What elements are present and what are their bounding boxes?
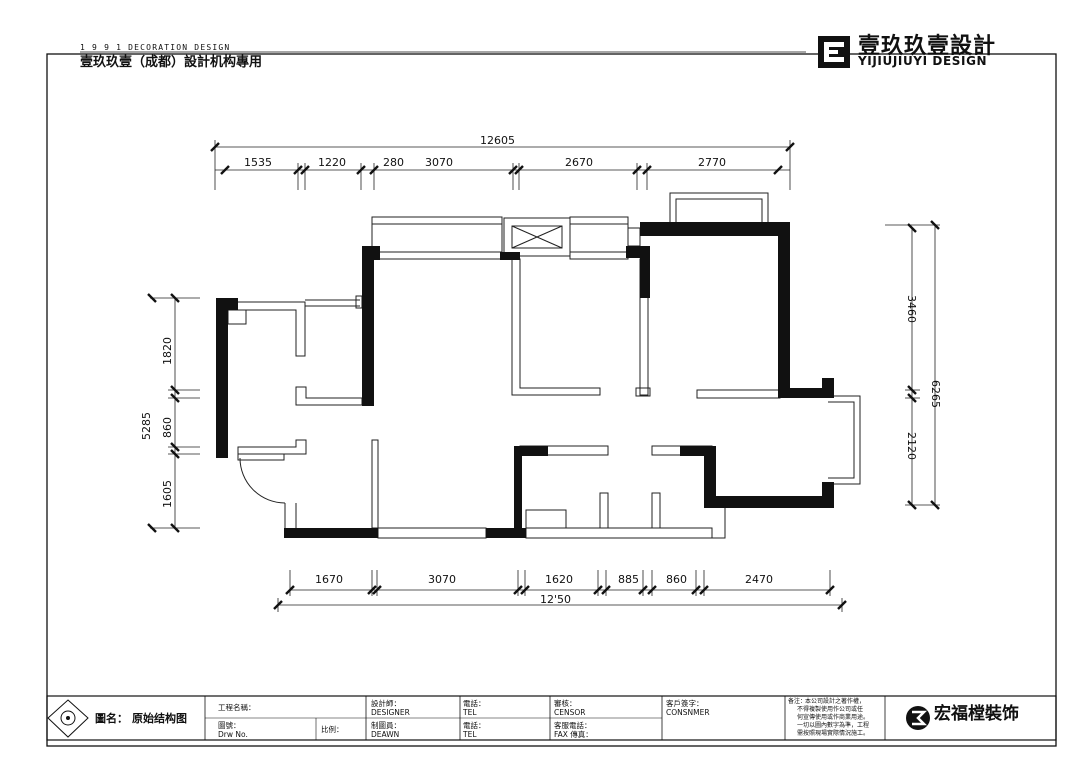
dimension-labels: 12605 1535 1220 280 3070 2670 2770 1670 …	[140, 134, 942, 606]
dimension-ticks	[147, 142, 940, 610]
note-line: 本公司設計之著作權，	[805, 698, 866, 705]
tel2-en: TEL	[463, 730, 477, 739]
dim-left-seg: 1820	[161, 337, 174, 365]
censor-label: 審核：	[554, 699, 577, 708]
dim-top-seg: 2770	[698, 156, 726, 169]
drawing-no-label: 圖號：	[218, 721, 241, 730]
dim-bottom-seg: 1670	[315, 573, 343, 586]
note-line: 不得複製使用作公司或任	[797, 706, 864, 713]
dim-top-seg: 2670	[565, 156, 593, 169]
tel2-label: 電話：	[463, 721, 486, 730]
client-sign-label: 客戶簽字：	[666, 699, 704, 708]
censor-en: CENSOR	[554, 708, 586, 717]
logo-text-en: YIJIUJIUYI DESIGN	[858, 54, 988, 68]
drawing-no-en: Drw No.	[218, 730, 248, 739]
dim-top-seg: 1220	[318, 156, 346, 169]
dim-bottom-seg: 885	[618, 573, 639, 586]
drawn-en: DEAWN	[371, 730, 400, 739]
drawing-name: 原始结构图	[132, 712, 187, 725]
logo-text-cn: 壹玖玖壹設計	[858, 34, 997, 59]
dim-bottom-seg: 2470	[745, 573, 773, 586]
drawn-label: 制圖員：	[371, 721, 401, 730]
dim-left-seg: 860	[161, 417, 174, 438]
dimension-lines	[150, 140, 940, 612]
project-label: 工程名稱：	[218, 703, 256, 712]
dim-bottom-seg: 3070	[428, 573, 456, 586]
note-line: 一切以圖內數字為準，工程	[797, 722, 870, 729]
dim-top-seg: 280	[383, 156, 404, 169]
thin-walls	[227, 192, 861, 539]
tel1-label: 電話：	[463, 699, 486, 708]
dim-top-seg: 1535	[244, 156, 272, 169]
dim-right-seg: 2120	[905, 432, 918, 460]
fax-label: FAX 傳真：	[554, 730, 593, 739]
dim-right-seg: 3460	[905, 295, 918, 323]
dim-bottom-total: 12'50	[540, 593, 571, 606]
designer-label: 設計師：	[371, 699, 401, 708]
note-line: 何宣傳使用或作商業用途。	[797, 714, 870, 721]
dim-right-total: 6265	[929, 380, 942, 408]
structural-walls	[216, 222, 834, 538]
scale-label: 比例：	[321, 725, 344, 734]
dim-bottom-seg: 860	[666, 573, 687, 586]
dim-top-seg: 3070	[425, 156, 453, 169]
studio-label: 壹玖玖壹（成都）設計机构專用	[80, 55, 263, 70]
brand-logo-icon	[906, 706, 930, 730]
logo-mark-icon	[818, 36, 850, 68]
designer-en: DESIGNER	[371, 708, 410, 717]
note-line: 需按照現場實際情況施工。	[797, 730, 870, 737]
drawing-name-label: 圖名：	[95, 712, 128, 725]
brand-name: 宏福樘裝饰	[934, 704, 1019, 724]
dim-left-total: 5285	[140, 412, 153, 440]
note-label: 备注：	[788, 698, 807, 705]
client-sign-en: CONSNMER	[666, 708, 710, 717]
client-tel-label: 客服電話：	[554, 721, 592, 730]
dim-left-seg: 1605	[161, 480, 174, 508]
dim-bottom-seg: 1620	[545, 573, 573, 586]
compass-icon	[47, 699, 89, 738]
tel1-en: TEL	[463, 708, 477, 717]
dim-top-total: 12605	[480, 134, 515, 147]
series-label: 1 9 9 1 DECORATION DESIGN	[80, 43, 231, 52]
sheet-frame	[46, 53, 1057, 747]
title-block-frame	[46, 695, 1057, 741]
